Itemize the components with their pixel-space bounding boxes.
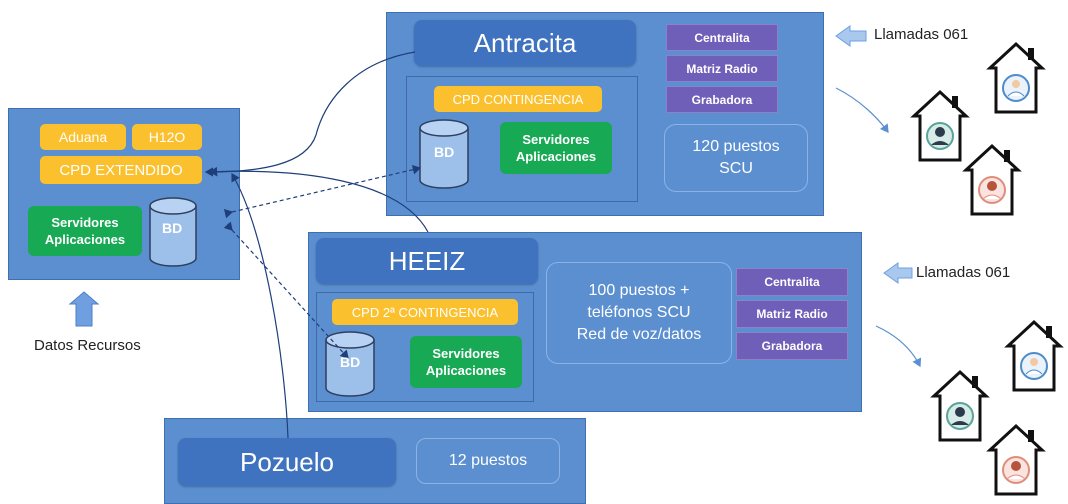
heeiz-servers-box: Servidores Aplicaciones <box>410 336 522 388</box>
llamadas-061-top-label: Llamadas 061 <box>874 26 969 43</box>
house-doctor-male-icon <box>986 41 1046 114</box>
heeiz-puestos-line3: Red de voz/datos <box>576 326 702 343</box>
antracita-matriz-radio: Matriz Radio <box>666 55 778 82</box>
heeiz-cpd-label: CPD 2ª CONTINGENCIA <box>332 299 518 325</box>
antracita-puestos-box: 120 puestos SCU <box>664 124 808 192</box>
datos-recursos-label: Datos Recursos <box>34 337 141 354</box>
antracita-to-cpd-connector <box>204 51 416 177</box>
heeiz-title: HEEIZ <box>316 238 538 284</box>
left-bd-cylinder <box>149 197 197 267</box>
heeiz-puestos-line1: 100 puestos + <box>588 282 690 299</box>
llamadas-top-arrow <box>835 25 867 47</box>
antracita-cpd-label: CPD CONTINGENCIA <box>434 86 602 112</box>
antracita-puestos-line2: SCU <box>719 160 753 177</box>
llamadas-061-bottom-label: Llamadas 061 <box>916 264 1011 281</box>
antracita-servers-box: Servidores Aplicaciones <box>500 122 612 174</box>
house-doctor-female-icon <box>962 143 1022 216</box>
call-flow-top-arrow <box>835 87 889 133</box>
heeiz-bd-label: BD <box>340 354 361 370</box>
house-operator-icon-2 <box>930 369 990 442</box>
house-doctor-male-icon-2 <box>1004 319 1064 392</box>
pozuelo-title: Pozuelo <box>178 438 396 486</box>
antracita-title: Antracita <box>414 20 636 66</box>
house-doctor-female-icon-2 <box>986 423 1046 496</box>
bd-replication-antracita <box>223 164 422 219</box>
pozuelo-puestos-box: 12 puestos <box>416 438 560 484</box>
heeiz-grabadora: Grabadora <box>736 332 848 360</box>
antracita-puestos-line1: 120 puestos <box>692 138 780 155</box>
antracita-bd-label: BD <box>434 144 455 160</box>
left-servers-box: Servidores Aplicaciones <box>28 206 142 256</box>
call-flow-bottom-arrow <box>875 325 922 368</box>
h12o-label: H12O <box>132 124 202 150</box>
heeiz-puestos-box: 100 puestos + teléfonos SCU Red de voz/d… <box>546 262 732 364</box>
heeiz-centralita: Centralita <box>736 268 848 296</box>
heeiz-matriz-radio: Matriz Radio <box>736 300 848 328</box>
antracita-centralita: Centralita <box>666 24 778 51</box>
antracita-grabadora: Grabadora <box>666 86 778 113</box>
heeiz-puestos-line2: teléfonos SCU <box>587 304 691 321</box>
heeiz-to-cpd-connector <box>208 166 429 233</box>
antracita-bd-cylinder <box>419 119 469 189</box>
bd-replication-heeiz <box>223 221 349 359</box>
house-operator-icon <box>910 89 970 162</box>
datos-recursos-up-arrow <box>68 291 100 327</box>
cpd-extendido-label: CPD EXTENDIDO <box>40 156 202 184</box>
llamadas-bottom-arrow <box>883 262 913 284</box>
pozuelo-to-cpd-connector <box>231 172 289 439</box>
aduana-label: Aduana <box>40 124 126 150</box>
left-bd-label: BD <box>162 220 183 236</box>
